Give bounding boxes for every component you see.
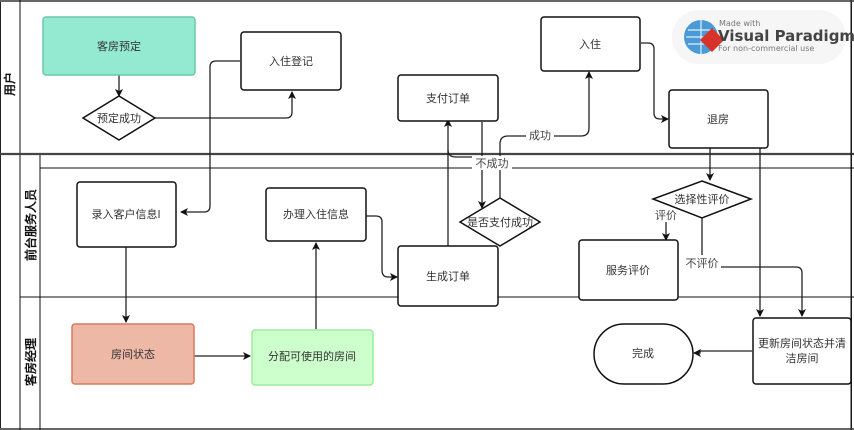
svg-text:洁房间: 洁房间 (786, 352, 819, 365)
svg-text:For non-commercial use: For non-commercial use (718, 44, 814, 53)
node-book-success-decision[interactable]: 预定成功 (81, 95, 157, 141)
node-update-room-status-clean[interactable]: 更新房间状态并清 洁房间 (752, 317, 852, 385)
node-checkin-register[interactable]: 入住登记 (240, 31, 342, 91)
svg-text:退房: 退房 (707, 113, 729, 126)
node-payment-success-decision[interactable]: 是否支付成功 (458, 197, 542, 247)
svg-text:生成订单: 生成订单 (426, 269, 470, 283)
svg-text:入住: 入住 (579, 37, 601, 51)
edge-label-success: 成功 (529, 129, 551, 142)
svg-text:预定成功: 预定成功 (97, 111, 141, 125)
svg-text:Made with: Made with (719, 19, 760, 28)
node-room-status[interactable]: 房间状态 (71, 323, 195, 385)
node-checkout[interactable]: 退房 (668, 89, 769, 149)
lane-label-room-manager: 客房经理 (23, 338, 38, 387)
svg-text:办理入住信息: 办理入住信息 (283, 207, 349, 221)
node-generate-order[interactable]: 生成订单 (397, 245, 499, 307)
node-done-terminator[interactable]: 完成 (593, 323, 694, 385)
svg-text:服务评价: 服务评价 (606, 264, 650, 277)
svg-text:录入客户信息l: 录入客户信息l (91, 207, 160, 221)
visual-paradigm-watermark: Made with Visual Paradigm For non-commer… (672, 10, 854, 64)
svg-text:选择性评价: 选择性评价 (675, 192, 730, 206)
node-optional-review-decision[interactable]: 选择性评价 (650, 180, 754, 219)
node-service-review[interactable]: 服务评价 (578, 239, 679, 301)
svg-text:是否支付成功: 是否支付成功 (467, 216, 533, 229)
vp-diamond-logo-icon (700, 28, 724, 52)
edge-checkin-to-checkout (641, 42, 669, 123)
edge-checkin-reg-to-enter-info (180, 60, 240, 216)
svg-text:入住登记: 入住登记 (269, 54, 313, 68)
edge-book-ok-to-checkin-reg (155, 91, 296, 119)
svg-text:完成: 完成 (632, 346, 654, 360)
svg-text:更新房间状态并清: 更新房间状态并清 (758, 336, 846, 350)
edge-no-review-to-update (721, 266, 806, 317)
edge-update-to-done (693, 349, 752, 357)
svg-text:Visual Paradigm: Visual Paradigm (718, 27, 854, 45)
svg-text:支付订单: 支付订单 (426, 92, 470, 105)
node-pay-order[interactable]: 支付订单 (397, 74, 499, 122)
node-enter-customer-info[interactable]: 录入客户信息l (76, 181, 177, 248)
svg-text:房间状态: 房间状态 (111, 347, 155, 361)
edge-pay-ok-fail (447, 149, 476, 158)
edge-label-fail: 不成功 (476, 157, 509, 170)
edge-label-no-review: 不评价 (686, 257, 719, 270)
node-checkin[interactable]: 入住 (540, 16, 641, 72)
edge-do-checkin-to-gen-order (366, 215, 398, 281)
svg-text:分配可使用的房间: 分配可使用的房间 (268, 349, 356, 363)
node-book-room[interactable]: 客房预定 (42, 16, 196, 76)
node-assign-available-room[interactable]: 分配可使用的房间 (251, 329, 374, 386)
lane-label-user: 用户 (2, 72, 17, 97)
edge-label-review: 评价 (655, 209, 677, 222)
node-process-checkin-info[interactable]: 办理入住信息 (265, 187, 367, 242)
svg-text:客房预定: 客房预定 (97, 39, 141, 53)
lane-label-front-desk: 前台服务人员 (23, 189, 38, 261)
